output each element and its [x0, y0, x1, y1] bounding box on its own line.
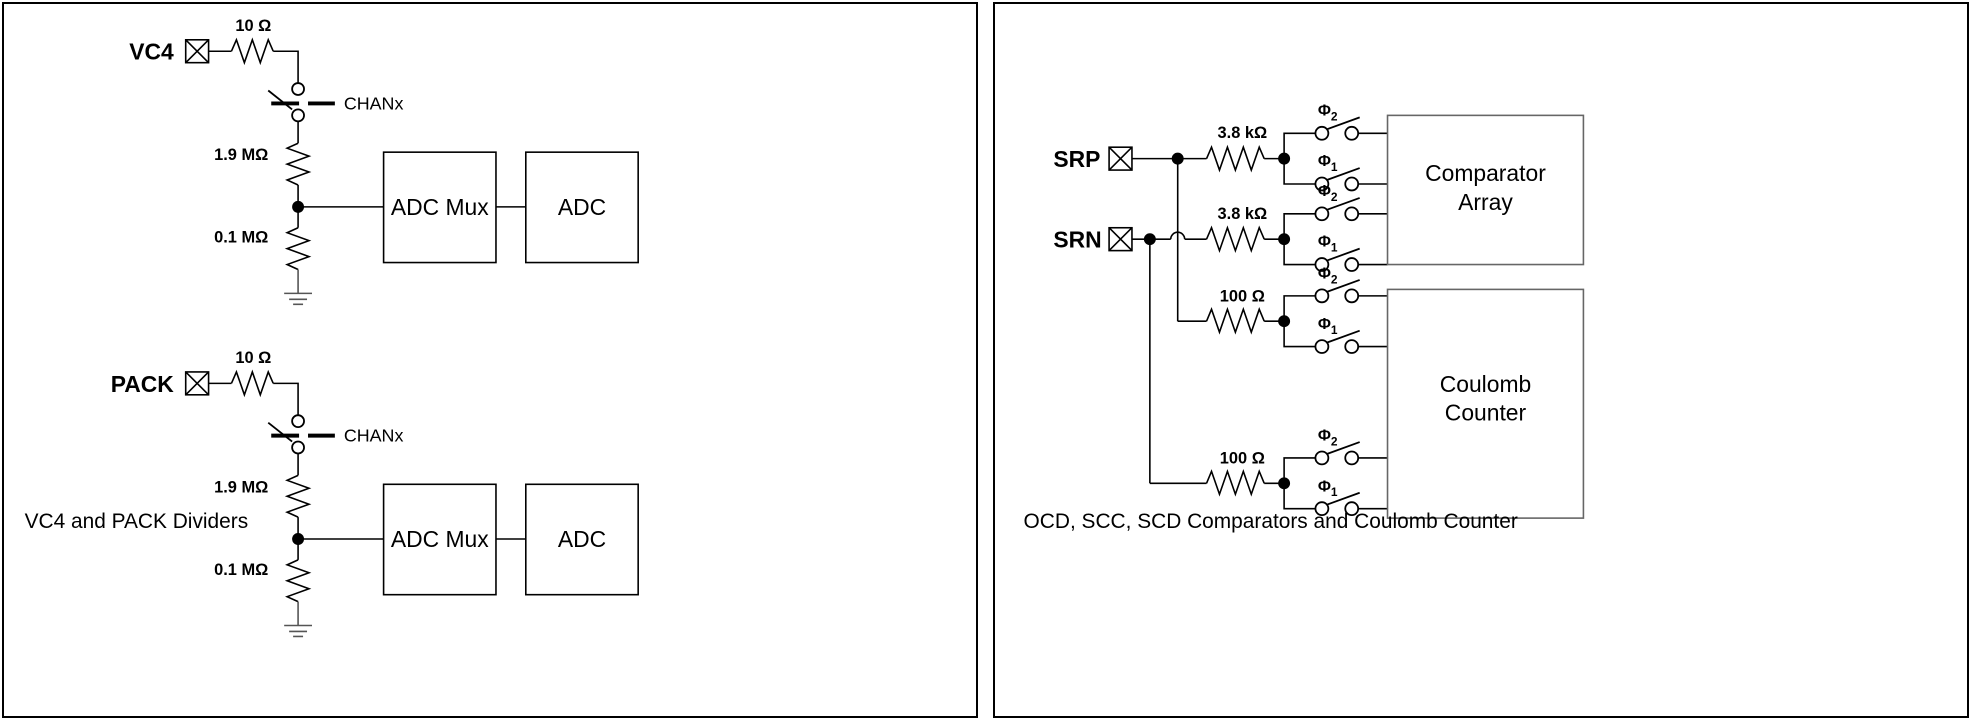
resistor-label-srn-coulomb: 100 Ω	[1220, 449, 1265, 467]
wire-branch-c-phi2	[1283, 295, 1316, 322]
phase-label-phi1-d: Φ	[1318, 478, 1331, 495]
phase-label-phi1-c: Φ	[1318, 316, 1331, 333]
wire-branch-d-phi2	[1283, 457, 1316, 484]
port-label-srp: SRP	[1053, 146, 1100, 172]
resistor-label-srp-comparator: 3.8 kΩ	[1218, 124, 1268, 142]
block-label-comparator-array-line1: Comparator	[1425, 160, 1546, 186]
block-adc-pack	[525, 483, 639, 596]
phase-sub-phi1-b: 1	[1331, 241, 1338, 255]
wire-vc4-to-switch	[273, 50, 299, 84]
block-label-adc-mux-vc4: ADC Mux	[391, 194, 489, 220]
ground-symbol-vc4-icon	[284, 292, 312, 306]
phase-label-phi2-b: Φ	[1318, 183, 1331, 200]
port-pad-srn-icon	[1108, 226, 1133, 252]
right-panel-schematic: SRP SRN	[1024, 102, 1585, 533]
wire-branch-d-phi1	[1283, 483, 1316, 510]
port-label-srn: SRN	[1053, 227, 1101, 253]
resistor-vc4-top	[284, 142, 312, 186]
port-label-vc4: VC4	[129, 39, 174, 65]
phase-sub-phi1-d: 1	[1331, 485, 1338, 499]
branch-srn-comparator: 3.8 kΩ Φ 2 Φ 1	[1205, 183, 1388, 272]
block-label-adc-pack: ADC	[558, 526, 606, 552]
switch-vc4-chanx[interactable]: CHANx	[267, 82, 404, 123]
branch-srp-coulomb: 100 Ω Φ 2 Φ 1	[1177, 265, 1388, 354]
phase-sub-phi1-c: 1	[1331, 323, 1338, 337]
port-pad-vc4-icon	[184, 39, 210, 64]
port-label-pack: PACK	[111, 371, 175, 397]
phase-label-phi2-c: Φ	[1318, 265, 1331, 282]
phase-sub-phi2-b: 2	[1331, 190, 1338, 204]
switch-phi1-branch-b[interactable]: Φ 1	[1314, 234, 1388, 272]
switch-signal-label-pack: CHANx	[344, 426, 404, 446]
caption-left-panel: VC4 and PACK Dividers	[25, 510, 249, 533]
resistor-label-pack-series: 10 Ω	[235, 349, 271, 367]
port-pad-pack-icon	[184, 371, 210, 396]
panel-comparators-coulomb-counter: SRP SRN	[993, 2, 1969, 718]
resistor-srn-comparator	[1205, 225, 1265, 254]
resistor-srp-comparator	[1205, 144, 1265, 173]
branch-srn-coulomb: 100 Ω Φ 2 Φ 1	[1149, 428, 1388, 517]
resistor-label-vc4-top: 1.9 MΩ	[214, 146, 268, 164]
port-pad-srp-icon	[1108, 146, 1133, 171]
block-label-adc-vc4: ADC	[558, 194, 606, 220]
phase-sub-phi2-c: 2	[1331, 272, 1338, 286]
resistor-vc4-bottom	[284, 227, 312, 271]
resistor-label-srn-comparator: 3.8 kΩ	[1218, 205, 1268, 223]
caption-right-panel: OCD, SCC, SCD Comparators and Coulomb Co…	[1024, 510, 1518, 533]
wire-branch-b-phi1	[1283, 239, 1316, 266]
divider-vc4: VC4 10 Ω	[129, 17, 639, 306]
wire-pack-to-switch	[273, 382, 299, 416]
resistor-label-pack-top: 1.9 MΩ	[214, 478, 268, 496]
phase-sub-phi2-d: 2	[1331, 435, 1338, 449]
branch-srp-comparator: 3.8 kΩ Φ 2 Φ 1	[1177, 102, 1388, 192]
switch-phi1-branch-d[interactable]: Φ 1	[1314, 478, 1388, 517]
panel-vc4-pack-dividers: VC4 10 Ω	[2, 2, 978, 718]
phase-sub-phi2-a: 2	[1331, 109, 1338, 123]
switch-phi2-branch-a[interactable]: Φ 2	[1314, 102, 1388, 141]
block-label-adc-mux-pack: ADC Mux	[391, 526, 489, 552]
block-comparator-array	[1386, 114, 1585, 266]
resistor-pack-top	[284, 474, 312, 518]
switch-phi2-branch-d[interactable]: Φ 2	[1314, 428, 1388, 466]
ground-symbol-pack-icon	[284, 624, 312, 638]
resistor-label-srp-coulomb: 100 Ω	[1220, 287, 1265, 305]
resistor-vc4-series	[230, 37, 274, 66]
phase-label-phi2-a: Φ	[1318, 102, 1331, 119]
resistor-srp-coulomb	[1205, 306, 1265, 335]
block-label-coulomb-counter-line1: Coulomb	[1440, 371, 1531, 397]
block-coulomb-counter	[1386, 288, 1585, 519]
block-label-coulomb-counter-line2: Counter	[1445, 400, 1527, 426]
phase-label-phi1-a: Φ	[1318, 153, 1331, 170]
block-adc-mux-pack	[382, 483, 497, 596]
phase-sub-phi1-a: 1	[1331, 160, 1338, 174]
switch-phi2-branch-c[interactable]: Φ 2	[1314, 265, 1388, 304]
switch-phi1-branch-c[interactable]: Φ 1	[1314, 316, 1388, 354]
phase-label-phi2-d: Φ	[1318, 428, 1331, 445]
resistor-label-vc4-bottom: 0.1 MΩ	[214, 229, 268, 247]
wire-hop-crossover-icon	[1169, 231, 1186, 240]
divider-pack: PACK 10 Ω CHANx 1.9 MΩ	[111, 349, 639, 638]
wire-branch-b-phi2	[1283, 213, 1316, 240]
wire-branch-a-phi1	[1283, 158, 1316, 185]
switch-signal-label-vc4: CHANx	[344, 93, 404, 113]
phase-label-phi1-b: Φ	[1318, 234, 1331, 251]
resistor-pack-series	[230, 369, 274, 398]
switch-phi2-branch-b[interactable]: Φ 2	[1314, 183, 1388, 222]
resistor-pack-bottom	[284, 559, 312, 603]
block-label-comparator-array-line2: Array	[1458, 189, 1513, 215]
block-adc-vc4	[525, 151, 639, 264]
resistor-label-pack-bottom: 0.1 MΩ	[214, 561, 268, 579]
switch-phi1-branch-a[interactable]: Φ 1	[1314, 153, 1388, 192]
left-panel-schematic: VC4 10 Ω	[25, 17, 639, 638]
wire-branch-c-phi1	[1283, 321, 1316, 348]
switch-pack-chanx[interactable]: CHANx	[267, 414, 404, 455]
resistor-label-vc4-series: 10 Ω	[235, 17, 271, 35]
resistor-srn-coulomb	[1205, 468, 1265, 497]
wire-branch-a-phi2	[1283, 132, 1316, 159]
